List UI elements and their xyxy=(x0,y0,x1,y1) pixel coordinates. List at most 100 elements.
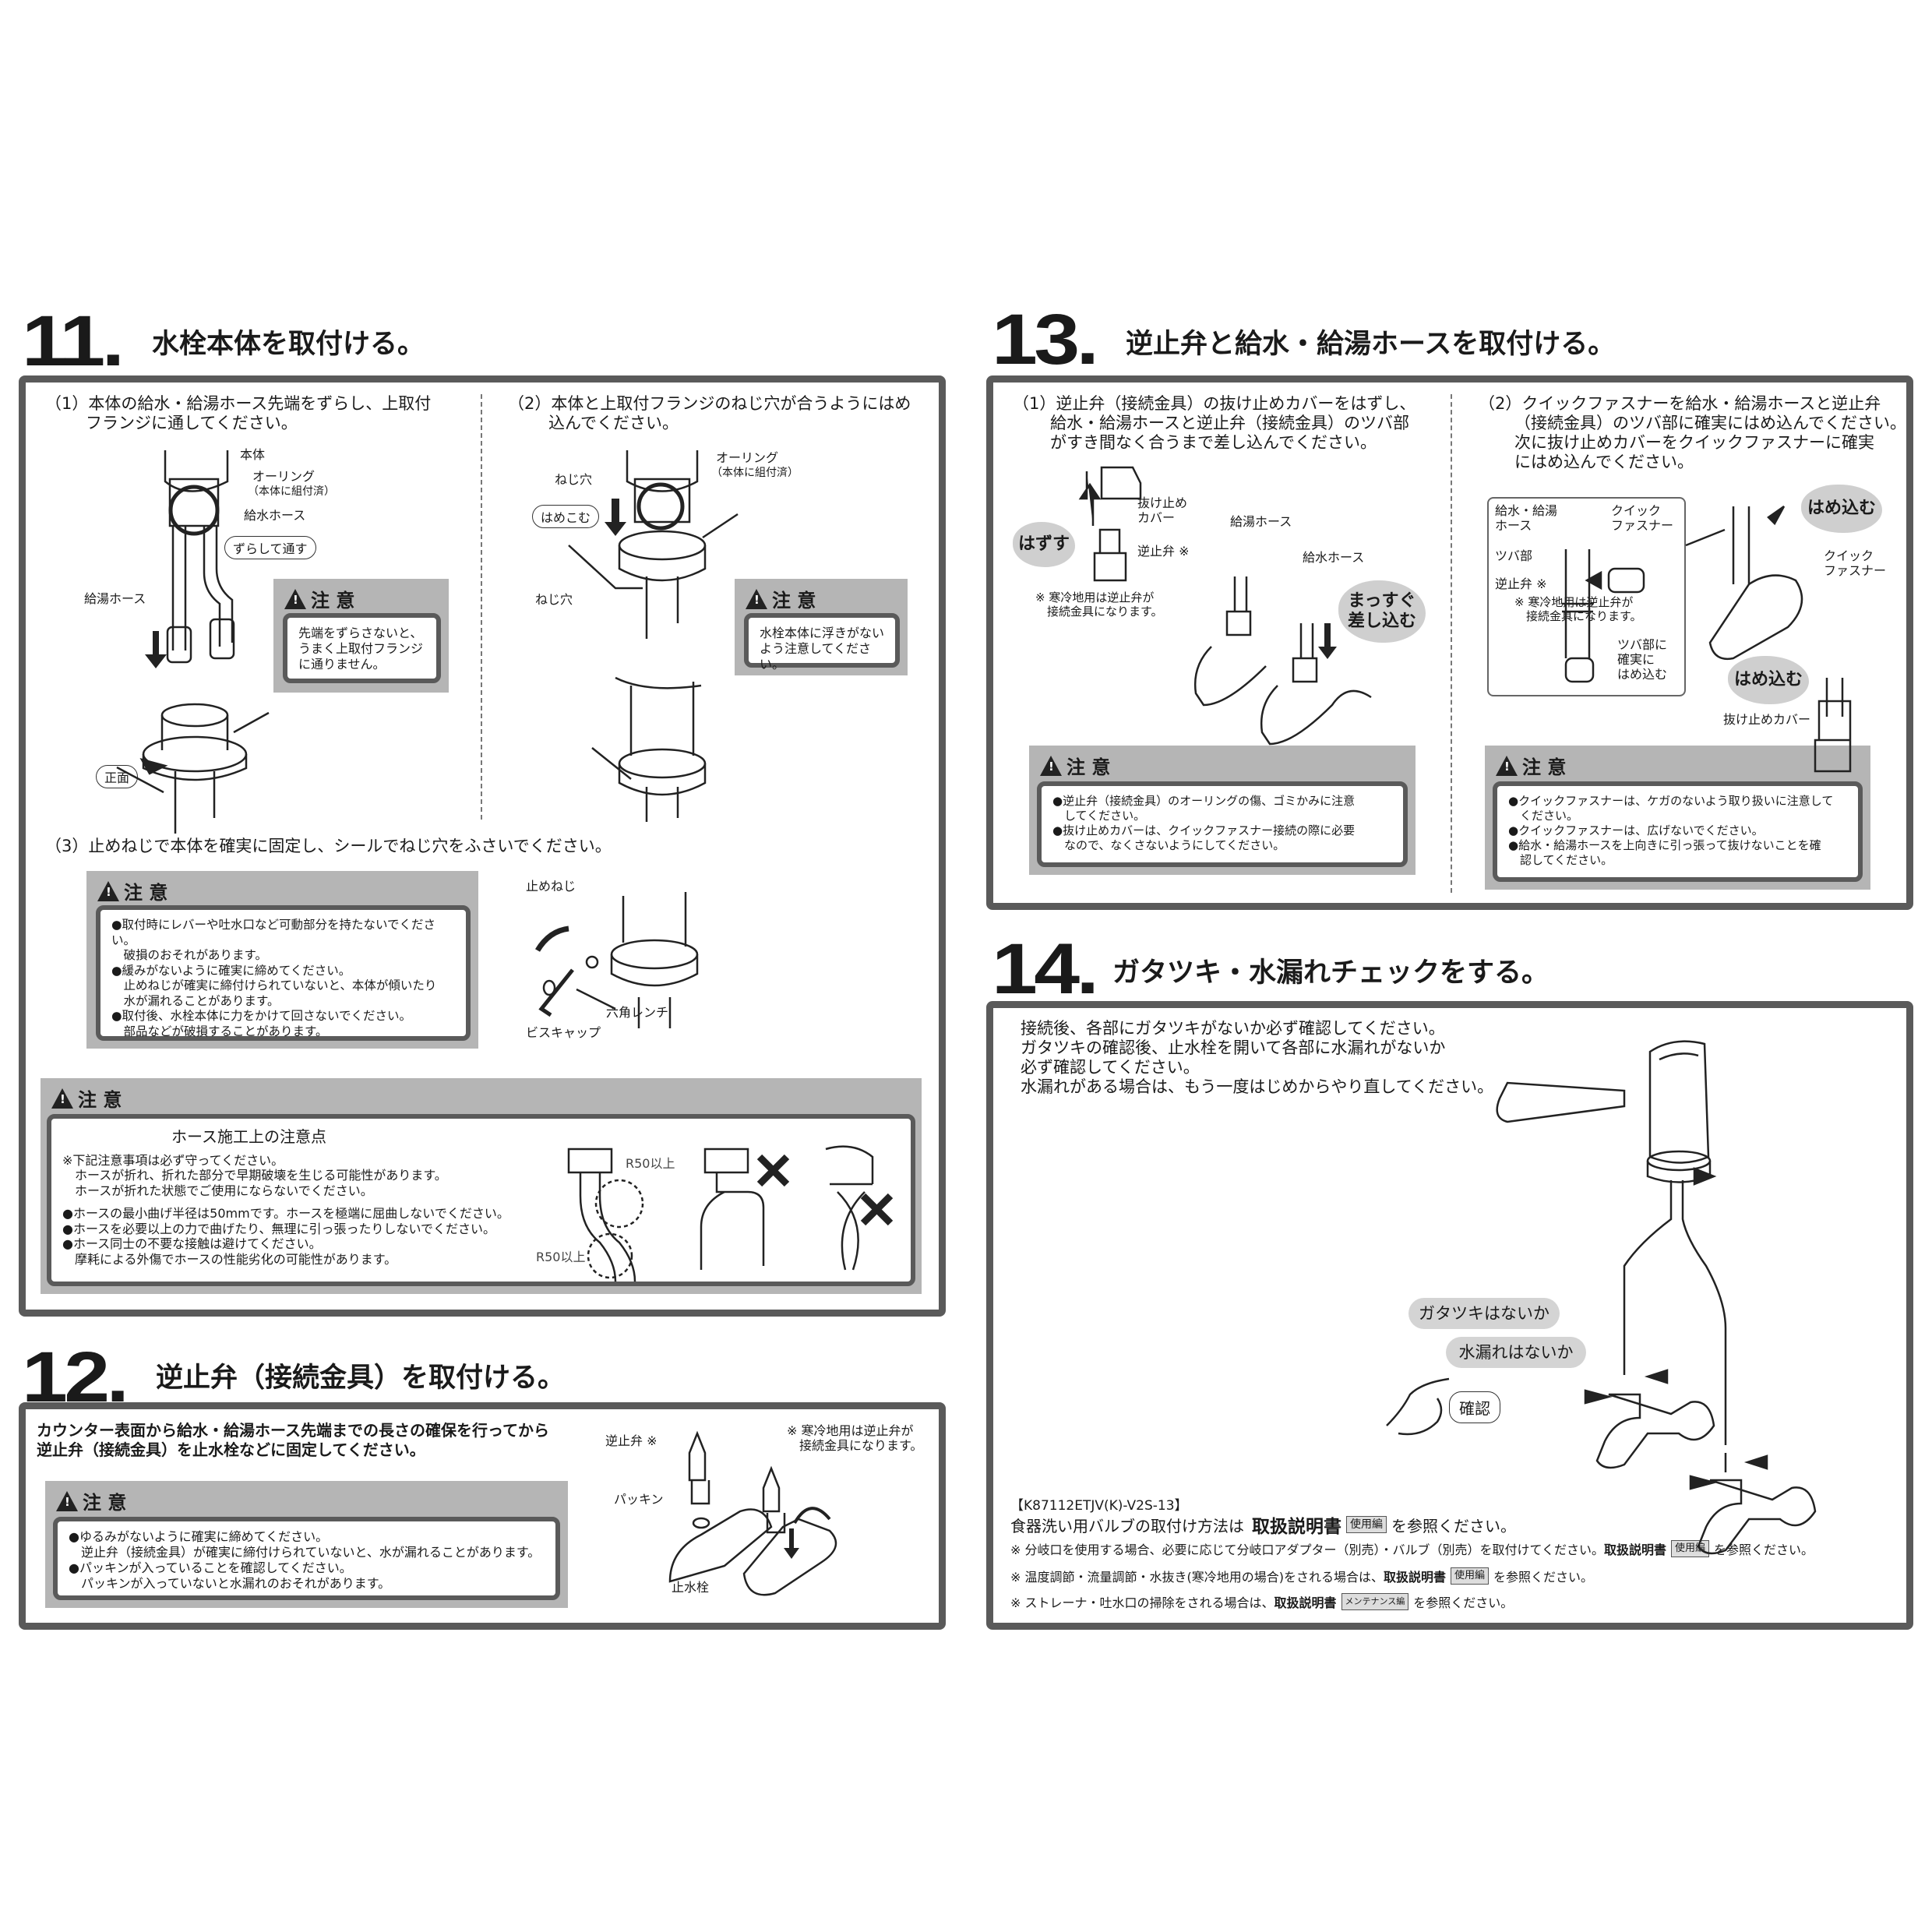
caution-line: ●クイックファスナーは、広げないでください。 xyxy=(1508,823,1764,837)
manual-name: 取扱説明書 xyxy=(1252,1517,1341,1537)
label-nejiana: ねじ穴 xyxy=(535,592,573,607)
text-line: カウンター表面から給水・給湯ホース先端までの長さの確保を行ってから xyxy=(37,1421,549,1440)
detail-inset xyxy=(1487,497,1686,696)
caution-box: 注 意 先端をずらさないと、 うまく上取付フランジ に通りません。 xyxy=(273,579,449,693)
text-line: （2）クイックファスナーを給水・給湯ホースと逆止弁 xyxy=(1479,394,1881,413)
caution-title: 注 意 xyxy=(83,1492,127,1514)
caution-title: 注 意 xyxy=(1522,756,1567,778)
label-tomeneji: 止めねじ xyxy=(526,879,576,894)
label-bis-cap: ビスキャップ xyxy=(526,1025,601,1040)
label-kyuto-hose: 給湯ホース xyxy=(1230,514,1292,529)
caution-title: 注 意 xyxy=(772,590,816,612)
text: を参照ください。 xyxy=(1413,1595,1514,1610)
text-line: がすき間なく合うまで差し込んでください。 xyxy=(1050,433,1377,452)
section-title-14: ガタツキ・水漏れチェックをする。 xyxy=(1112,957,1549,989)
label-kakunin: 確認 xyxy=(1449,1391,1500,1423)
caution-line: ●緩みがないように確実に締めてください。 xyxy=(111,963,351,978)
caution-heading: 注 意 xyxy=(746,585,816,612)
manual-name: 取扱説明書 xyxy=(1274,1595,1337,1610)
text-line: （接続金具）のツバ部に確実にはめ込んでください。 xyxy=(1514,414,1906,432)
cloud-hamekomu: はめ込む xyxy=(1728,656,1809,704)
label-shisuisen: 止水栓 xyxy=(672,1580,710,1595)
text: を参照ください。 xyxy=(1493,1570,1594,1585)
text-line: 給水・給湯 xyxy=(1495,503,1558,518)
hose-caution-box: 注 意 ホース施工上の注意点 ※下記注意事項は必ず守ってください。 ホースが折れ… xyxy=(41,1078,922,1294)
text-line: （1）逆止弁（接続金具）の抜け止めカバーをはずし、 xyxy=(1013,394,1416,413)
hose-heading: ホース施工上の注意点 xyxy=(171,1127,326,1146)
caution-box: 注 意 ●ゆるみがないように確実に締めてください。 逆止弁（接続金具）が確実に締… xyxy=(45,1481,568,1608)
warning-icon xyxy=(1496,755,1518,776)
text-line: ホース xyxy=(1495,518,1532,533)
text-line: 差し込む xyxy=(1347,612,1416,631)
caution-line: なので、なくさないようにしてください。 xyxy=(1052,838,1285,852)
text-line: 給水・給湯ホースと逆止弁（接続金具）のツバ部 xyxy=(1050,414,1409,432)
step-14-intro: 接続後、各部にガタツキがないか必ず確認してください。 ガタツキの確認後、止水栓を… xyxy=(1021,1019,1493,1097)
cold-region-note: ※ 寒冷地用は逆止弁が 接続金具になります。 xyxy=(787,1423,922,1453)
text-line: クイック xyxy=(1824,548,1874,563)
step-number-14: 14. xyxy=(992,929,1099,1009)
label-quick-fastener: クイックファスナー xyxy=(1611,503,1673,533)
label-r50: R50以上 xyxy=(626,1156,675,1171)
caution-box: 注 意 水栓本体に浮きがない よう注意してください。 xyxy=(735,579,908,675)
caution-line: ●取付時にレバーや吐水口など可動部分を持たないでください。 xyxy=(111,918,436,947)
text-line: ツバ部に xyxy=(1617,637,1668,652)
step-2-text: （2）本体と上取付フランジのねじ穴が合うようにはめ 込んでください。 xyxy=(508,394,911,433)
reference-note: ※ 温度調節・流量調節・水抜き(寒冷地用の場合)をされる場合は、取扱説明書使用編… xyxy=(1010,1567,1593,1585)
caution-line: 逆止弁（接続金具）が確実に締付けられていないと、水が漏れることがあります。 xyxy=(69,1545,541,1560)
hose-line: ●ホース同士の不要な接触は避けてください。 xyxy=(62,1236,322,1251)
text: 食器洗い用バルブの取付け方法は xyxy=(1010,1516,1244,1535)
note-line: ※ 寒冷地用は逆止弁が xyxy=(787,1423,914,1438)
text-line: 水漏れがある場合は、もう一度はじめからやり直してください。 xyxy=(1021,1077,1494,1096)
hose-line: 摩耗による外傷でホースの性能劣化の可能性があります。 xyxy=(62,1251,397,1267)
label-gyakushiben: 逆止弁 ※ xyxy=(1137,544,1190,559)
step-3-text: （3）止めねじで本体を確実に固定し、シールでねじ穴をふさいでください。 xyxy=(45,837,612,855)
bubble-gatatsuki: ガタツキはないか xyxy=(1408,1298,1560,1329)
text-line: 確実に xyxy=(1617,652,1655,667)
bubble-mizumore: 水漏れはないか xyxy=(1446,1337,1586,1368)
text-line: ファスナー xyxy=(1824,563,1887,578)
label-gyakushiben: 逆止弁 ※ xyxy=(1495,576,1547,591)
section-title-12: 逆止弁（接続金具）を取付ける。 xyxy=(156,1363,566,1394)
manual-name: 取扱説明書 xyxy=(1383,1570,1446,1585)
label-zurashite: ずらして通す xyxy=(224,536,316,559)
text-line: フランジに通してください。 xyxy=(86,414,298,432)
warning-icon xyxy=(284,588,306,609)
caution-line: ください。 xyxy=(1508,809,1579,823)
caution-line: 先端をずらさないと、 xyxy=(298,626,423,640)
label-hamekomu: はめこむ xyxy=(532,505,600,528)
caution-box: 注 意 ●逆止弁（接続金具）のオーリングの傷、ゴミかみに注意 してください。 ●… xyxy=(1029,746,1416,875)
label-oring: オーリング xyxy=(716,450,779,465)
text-line: 逆止弁（接続金具）を止水栓などに固定してください。 xyxy=(37,1440,425,1459)
label-quick-fastener: クイックファスナー xyxy=(1824,548,1886,578)
text-line: ガタツキの確認後、止水栓を開いて各部に水漏れがないか xyxy=(1021,1038,1446,1057)
label-hontai: 本体 xyxy=(240,447,266,462)
manual-tag: メンテナンス編 xyxy=(1341,1593,1409,1610)
caution-line: 水栓本体に浮きがない xyxy=(760,626,885,640)
step-1-text: （1）逆止弁（接続金具）の抜け止めカバーをはずし、 給水・給湯ホースと逆止弁（接… xyxy=(1013,394,1416,453)
text-line: 込んでください。 xyxy=(548,414,679,432)
step-number-13: 13. xyxy=(992,300,1099,379)
model-code: 【K87112ETJV(K)-V2S-13】 xyxy=(1010,1498,1188,1514)
label-tsuba: ツバ部 xyxy=(1495,548,1533,563)
divider xyxy=(1451,394,1452,893)
step-number-12: 12. xyxy=(22,1338,129,1417)
caution-line: ●抜け止めカバーは、クイックファスナー接続の際に必要 xyxy=(1052,823,1356,837)
caution-line: ●給水・給湯ホースを上向きに引っ張って抜けないことを確 xyxy=(1508,838,1821,852)
text-line: ファスナー xyxy=(1611,518,1674,533)
text-line: にはめ込んでください。 xyxy=(1514,453,1694,471)
caution-box: 注 意 ●取付時にレバーや吐水口など可動部分を持たないでください。 破損のおそれ… xyxy=(86,871,478,1049)
caution-box: 注 意 ●クイックファスナーは、ケガのないよう取り扱いに注意して ください。 ●… xyxy=(1485,746,1870,890)
note-line: 接続金具になります。 xyxy=(1035,605,1163,619)
cold-region-note: ※ 寒冷地用は逆止弁が 接続金具になります。 xyxy=(1514,595,1642,623)
warning-icon xyxy=(97,880,119,901)
label-rokkaku-wrench: 六角レンチ xyxy=(606,1005,669,1020)
note-line: 接続金具になります。 xyxy=(787,1438,923,1453)
caution-heading: 注 意 xyxy=(97,877,167,904)
step-number-11: 11. xyxy=(22,301,125,381)
manual-tag: 使用編 xyxy=(1671,1540,1710,1557)
divider xyxy=(481,394,482,820)
manual-name: 取扱説明書 xyxy=(1604,1542,1667,1557)
reference-note: ※ ストレーナ・吐水口の掃除をされる場合は、取扱説明書メンテナンス編を参照くださ… xyxy=(1010,1592,1513,1611)
caution-line: 水が漏れることがあります。 xyxy=(111,993,280,1008)
text-line: 次に抜け止めカバーをクイックファスナーに確実 xyxy=(1514,433,1874,452)
